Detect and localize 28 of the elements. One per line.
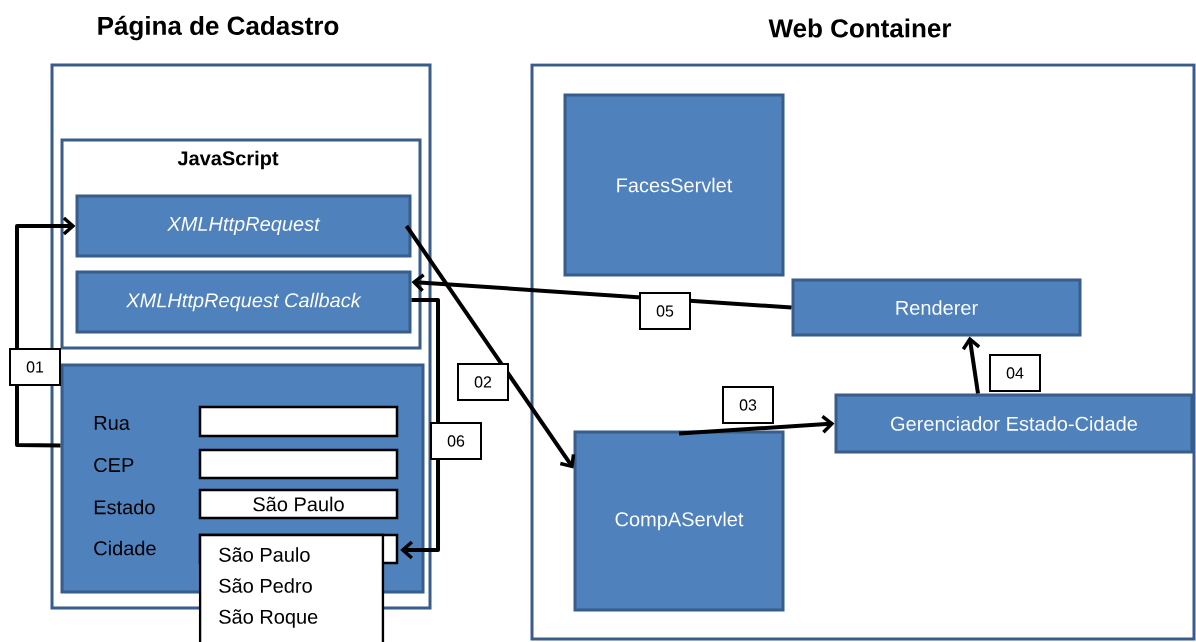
process-box: XMLHttpRequest — [75, 194, 412, 258]
field-label: CEP — [94, 457, 134, 473]
arrow — [404, 224, 576, 469]
process-box: XMLHttpRequest Callback — [75, 270, 412, 334]
process-box: Renderer — [791, 278, 1082, 337]
input-field — [198, 448, 399, 480]
edge-label: 05 — [639, 292, 691, 330]
arrow — [678, 414, 835, 436]
dropdown-list: São Paulo São Pedro São Roque — [198, 533, 399, 642]
arrow — [15, 216, 76, 448]
arrow — [400, 298, 440, 560]
input-field — [198, 405, 399, 438]
process-box: CompAServlet — [573, 430, 785, 612]
process-box: FacesServlet — [563, 93, 785, 277]
arrow — [961, 336, 981, 394]
arrow — [411, 273, 792, 310]
edge-label: 04 — [989, 354, 1041, 392]
edge-label: 06 — [430, 422, 482, 460]
edge-label: 01 — [9, 348, 61, 386]
node-label: Página de Cadastro — [98, 15, 339, 41]
process-box: Gerenciador Estado-Cidade — [834, 393, 1194, 454]
input-field: São Paulo — [198, 488, 399, 520]
field-label: Estado — [94, 499, 155, 515]
node-label: Web Container — [768, 18, 952, 38]
field-label: Rua — [94, 416, 130, 430]
edge-label: 03 — [722, 386, 774, 424]
edge-label: 02 — [457, 363, 509, 401]
field-label: Cidade — [94, 540, 156, 556]
